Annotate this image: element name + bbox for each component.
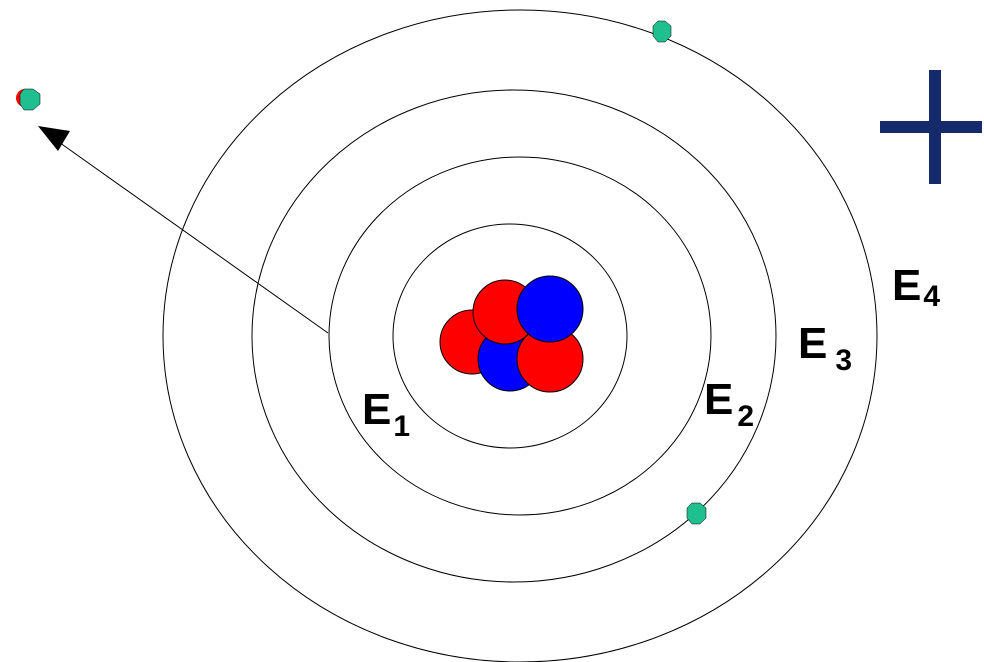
label-e1-letter: E xyxy=(362,385,391,434)
label-e4: E4 xyxy=(892,261,940,313)
arrow-head-icon xyxy=(38,126,70,151)
label-e2-subscript: 2 xyxy=(737,400,754,433)
label-e3-subscript: 3 xyxy=(835,344,852,377)
neutron xyxy=(516,275,584,343)
electron xyxy=(19,88,41,111)
plus-sign-icon xyxy=(880,70,982,184)
orbit-e3 xyxy=(251,89,777,583)
electron xyxy=(652,20,672,43)
orbit-e4 xyxy=(162,9,878,662)
electrons xyxy=(16,20,707,525)
plus-vertical-bar xyxy=(929,70,941,184)
ionization-arrow xyxy=(38,126,329,334)
label-e1: E1 xyxy=(362,385,410,443)
label-e3-letter: E xyxy=(798,319,827,368)
label-e4-letter: E xyxy=(892,261,921,310)
label-e1-subscript: 1 xyxy=(393,410,410,443)
arrow-shaft xyxy=(55,139,329,334)
ejected-electron xyxy=(16,88,41,111)
label-e4-subscript: 4 xyxy=(923,280,940,313)
orbit-e2 xyxy=(328,156,712,516)
electron xyxy=(686,502,707,525)
energy-levels xyxy=(162,9,878,662)
label-e2-letter: E xyxy=(704,375,733,424)
orbit-e1 xyxy=(392,223,628,449)
nucleus xyxy=(439,275,584,393)
